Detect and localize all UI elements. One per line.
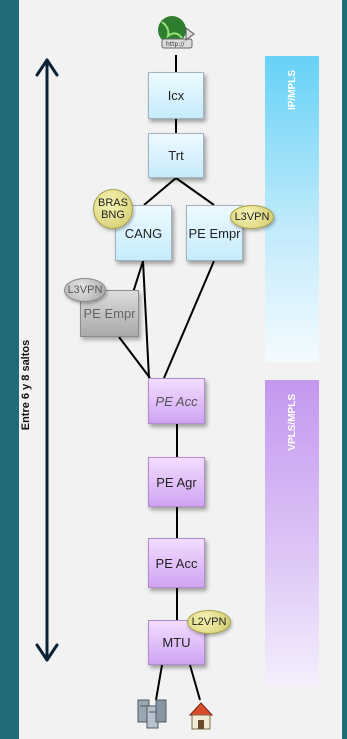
node-pe-agr: PE Agr — [148, 457, 205, 507]
svg-text:http://: http:// — [166, 41, 185, 48]
link-trt-cang — [143, 177, 177, 206]
vpls-mpls-label: VPLS/MPLS — [286, 394, 298, 451]
badge-bng-label: BNG — [101, 209, 125, 221]
badge-bras-bng: BRAS BNG — [93, 189, 133, 229]
link-mtu-servers — [155, 664, 163, 701]
hops-arrow — [35, 58, 59, 662]
link-mtu-home — [189, 664, 201, 701]
home-icon — [188, 702, 214, 730]
link-trt-peempr — [175, 177, 215, 206]
hops-label: Entre 6 y 8 saltos — [20, 339, 32, 431]
node-pe-acc-top: PE Acc — [148, 378, 205, 424]
node-pe-acc-bottom: PE Acc — [148, 538, 205, 588]
ip-mpls-label: IP/MPLS — [286, 70, 298, 111]
badge-l3vpn: L3VPN — [230, 205, 274, 229]
node-icx: Icx — [148, 72, 204, 119]
link-cang-peacc-1 — [142, 260, 150, 379]
vpls-mpls-band: VPLS/MPLS — [265, 380, 319, 685]
badge-l2vpn: L2VPN — [187, 610, 231, 634]
node-trt: Trt — [148, 133, 204, 178]
node-pe-empr-gray: PE Empr — [80, 290, 139, 337]
badge-bras-label: BRAS — [98, 197, 128, 209]
ip-mpls-band: IP/MPLS — [265, 56, 319, 362]
link-peempr-gray-peacc — [118, 336, 151, 379]
servers-icon — [137, 699, 167, 729]
link-peempr-peacc — [163, 260, 215, 379]
internet-globe-icon: http:// — [158, 16, 195, 49]
badge-l3vpn-gray: L3VPN — [64, 278, 106, 302]
